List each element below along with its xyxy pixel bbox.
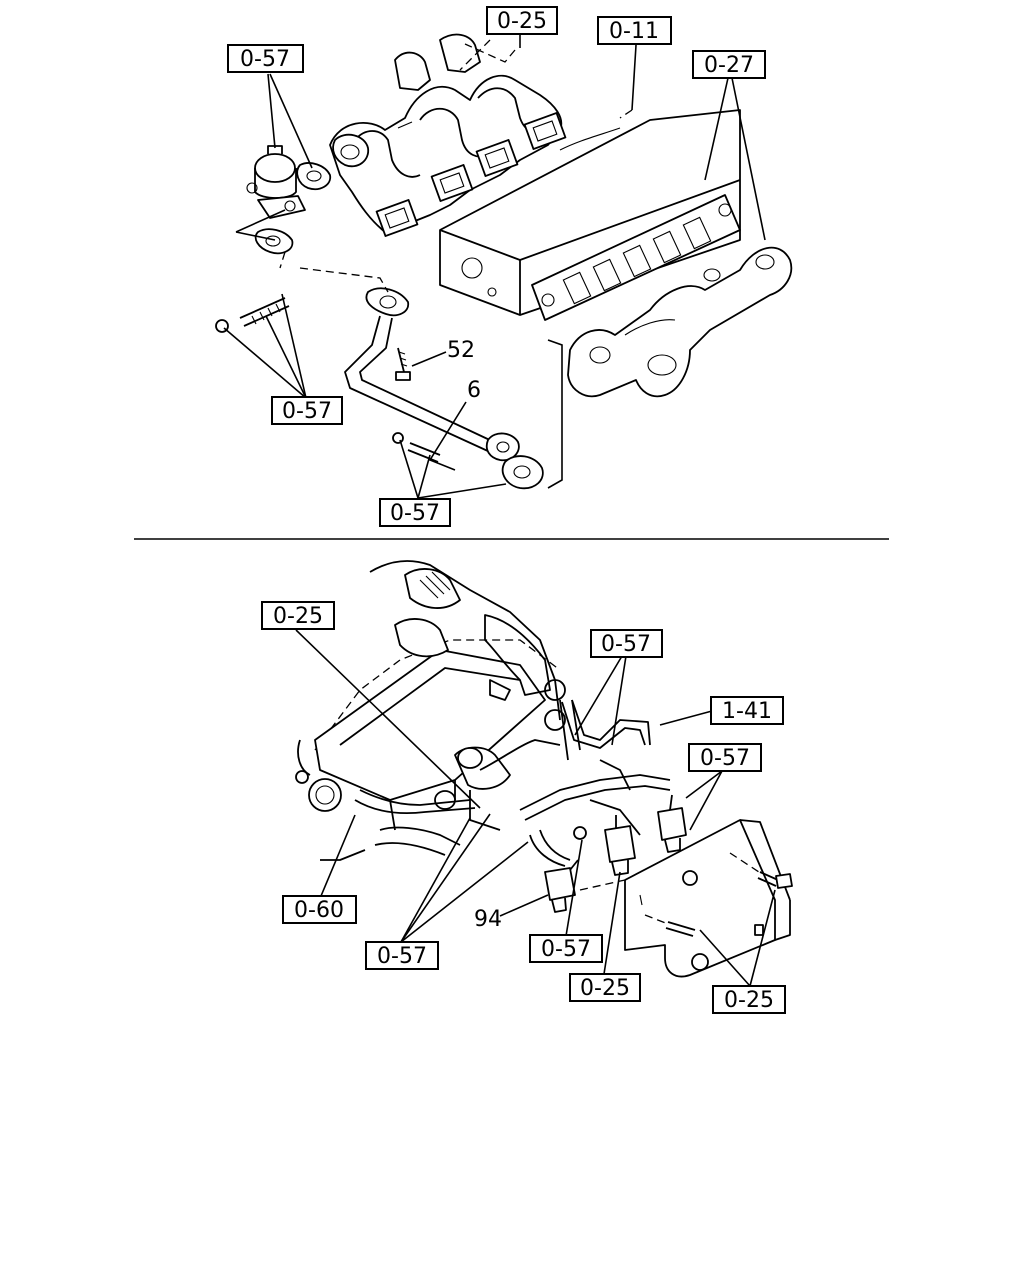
part-number-6: 6 (467, 378, 481, 403)
callout-label: 1-41 (722, 699, 772, 724)
callout-label: 0-57 (700, 746, 750, 771)
bracket-plate (579, 819, 791, 978)
callout-label: 0-25 (724, 988, 774, 1013)
connection-lines-top (279, 39, 633, 293)
callout-0-57-hoses: 0-57 (590, 629, 663, 658)
callout-label: 0-57 (601, 632, 651, 657)
intake-manifold (329, 33, 567, 237)
top-view: 0-25 0-11 0-27 0-57 0-57 0-57 52 6 (215, 6, 793, 527)
callout-label: 0-57 (282, 399, 332, 424)
callout-label: 0-57 (390, 501, 440, 526)
engine-assembly (295, 560, 581, 861)
callout-0-57-flange: 0-57 (379, 498, 451, 527)
part-number-52: 52 (447, 338, 475, 363)
bottom-view: 0-25 0-57 1-41 0-57 0-60 0-57 0-57 0-25 (261, 560, 793, 1014)
leaders-bottom (295, 629, 776, 987)
callout-0-11: 0-11 (597, 16, 672, 45)
flange-gasket (501, 455, 544, 490)
exhaust-manifold (567, 246, 793, 398)
callout-0-57-egr: 0-57 (227, 44, 304, 73)
callout-0-27: 0-27 (692, 50, 766, 79)
vsv-solenoids (544, 794, 687, 913)
callout-0-57-vsv: 0-57 (529, 934, 603, 963)
callout-1-41: 1-41 (710, 696, 784, 725)
leaders-top (223, 34, 766, 499)
exhaust-gasket (531, 194, 741, 321)
callout-0-25-bolts: 0-25 (712, 985, 786, 1014)
fasteners-top (215, 297, 441, 463)
callout-label: 0-60 (294, 898, 344, 923)
callout-label: 0-25 (580, 976, 630, 1001)
callout-0-25-vsv: 0-25 (569, 973, 641, 1002)
egr-gaskets (254, 162, 332, 255)
callout-label: 0-11 (609, 19, 659, 44)
callout-0-60: 0-60 (282, 895, 357, 924)
callout-0-57-lines: 0-57 (365, 941, 439, 970)
callout-0-57-bracket: 0-57 (688, 743, 762, 772)
part-number-94: 94 (474, 907, 502, 932)
egr-valve (246, 145, 306, 219)
callout-0-25-engine: 0-25 (261, 601, 335, 630)
callout-label: 0-57 (541, 937, 591, 962)
fasteners-bottom (573, 826, 793, 937)
callout-label: 0-25 (497, 9, 547, 34)
callout-label: 0-25 (273, 604, 323, 629)
callout-0-25-top: 0-25 (486, 6, 558, 35)
callout-label: 0-27 (704, 53, 754, 78)
callout-label: 0-57 (377, 944, 427, 969)
callout-0-57-studs: 0-57 (271, 396, 343, 425)
callout-label: 0-57 (240, 47, 290, 72)
egr-pipe (344, 287, 520, 462)
